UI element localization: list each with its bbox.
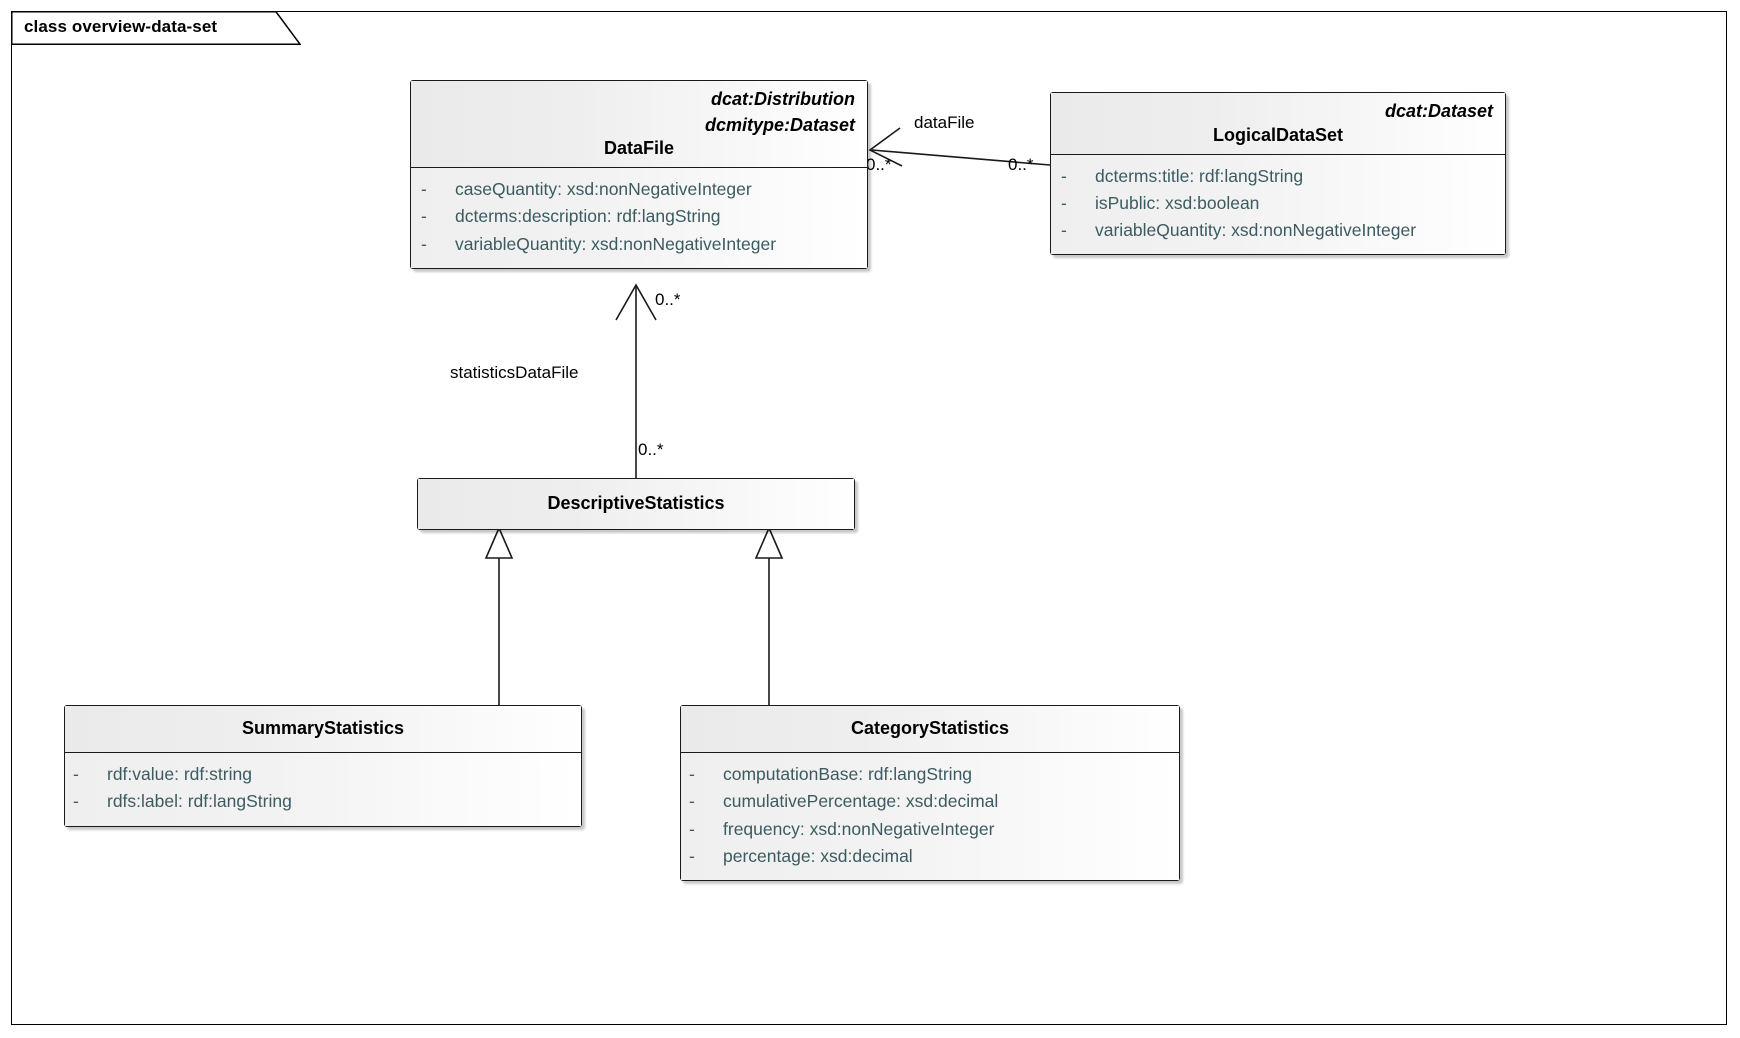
class-name-categorystatistics: CategoryStatistics: [850, 718, 1010, 738]
multiplicity-datafile-source: 0..*: [1008, 155, 1034, 174]
attribute-row: - dcterms:description: rdf:langString: [421, 203, 857, 230]
class-attributes-datafile: - caseQuantity: xsd:nonNegativeInteger -…: [411, 168, 867, 268]
attribute-visibility: -: [1061, 220, 1067, 241]
attribute-row: - variableQuantity: xsd:nonNegativeInteg…: [1061, 217, 1495, 244]
frame-tab-label: class overview-data-set: [24, 17, 218, 36]
multiplicity-statisticsdatafile-source: 0..*: [638, 440, 664, 459]
class-box-datafile[interactable]: dcat:Distribution dcmitype:Dataset DataF…: [410, 80, 868, 269]
diagram-frame: [11, 11, 1727, 1025]
association-label-statisticsdatafile: statisticsDataFile: [450, 363, 579, 382]
attribute-row: - rdfs:label: rdf:langString: [73, 788, 571, 815]
class-stereotype: dcmitype:Dataset: [704, 114, 855, 135]
class-header-categorystatistics: CategoryStatistics: [681, 706, 1179, 753]
class-header-logicaldataset: dcat:Dataset LogicalDataSet: [1051, 93, 1505, 155]
class-header-descriptivestatistics: DescriptiveStatistics: [418, 479, 854, 529]
attribute-row: - dcterms:title: rdf:langString: [1061, 163, 1495, 190]
attribute-row: - rdf:value: rdf:string: [73, 761, 571, 788]
attribute-visibility: -: [689, 818, 695, 839]
attribute-text: computationBase: rdf:langString: [723, 764, 973, 784]
attribute-text: variableQuantity: xsd:nonNegativeInteger: [1095, 220, 1417, 241]
attribute-visibility: -: [689, 791, 695, 812]
class-header-summarystatistics: SummaryStatistics: [65, 706, 581, 753]
multiplicity-statisticsdatafile-target: 0..*: [655, 290, 681, 309]
class-header-datafile: dcat:Distribution dcmitype:Dataset DataF…: [411, 81, 867, 169]
attribute-text: caseQuantity: xsd:nonNegativeInteger: [455, 179, 752, 200]
attribute-visibility: -: [421, 233, 427, 254]
class-stereotype: dcat:Dataset: [1384, 101, 1493, 121]
attribute-visibility: -: [1061, 165, 1067, 186]
attribute-row: - caseQuantity: xsd:nonNegativeInteger: [421, 176, 857, 203]
frame-tab: class overview-data-set: [11, 11, 301, 45]
attribute-visibility: -: [689, 764, 695, 784]
class-name-descriptivestatistics: DescriptiveStatistics: [547, 493, 725, 513]
attribute-text: isPublic: xsd:boolean: [1095, 192, 1260, 213]
attribute-row: - cumulativePercentage: xsd:decimal: [689, 788, 1169, 815]
attribute-text: rdfs:label: rdf:langString: [107, 791, 292, 812]
class-box-descriptivestatistics[interactable]: DescriptiveStatistics: [417, 478, 855, 530]
attribute-text: variableQuantity: xsd:nonNegativeInteger: [455, 233, 777, 254]
attribute-row: - computationBase: rdf:langString: [689, 761, 1169, 788]
attribute-row: - frequency: xsd:nonNegativeInteger: [689, 816, 1169, 843]
attribute-visibility: -: [421, 206, 427, 227]
attribute-text: percentage: xsd:decimal: [723, 845, 913, 866]
class-box-summarystatistics[interactable]: SummaryStatistics - rdf:value: rdf:strin…: [64, 705, 582, 827]
class-name-logicaldataset: LogicalDataSet: [1212, 124, 1344, 145]
attribute-visibility: -: [421, 179, 427, 200]
class-box-categorystatistics[interactable]: CategoryStatistics - computationBase: rd…: [680, 705, 1180, 882]
class-box-logicaldataset[interactable]: dcat:Dataset LogicalDataSet - dcterms:ti…: [1050, 92, 1506, 256]
attribute-text: dcterms:description: rdf:langString: [455, 206, 721, 227]
class-stereotype: dcat:Distribution: [711, 89, 855, 109]
attribute-text: rdf:value: rdf:string: [107, 764, 252, 784]
class-attributes-summarystatistics: - rdf:value: rdf:string - rdfs:label: rd…: [65, 753, 581, 826]
attribute-visibility: -: [689, 845, 695, 866]
attribute-text: cumulativePercentage: xsd:decimal: [723, 791, 999, 812]
class-attributes-logicaldataset: - dcterms:title: rdf:langString - isPubl…: [1051, 154, 1505, 255]
multiplicity-datafile-target: 0..*: [866, 155, 892, 174]
attribute-row: - isPublic: xsd:boolean: [1061, 190, 1495, 217]
attribute-visibility: -: [73, 764, 79, 784]
attribute-text: frequency: xsd:nonNegativeInteger: [723, 818, 995, 839]
attribute-text: dcterms:title: rdf:langString: [1095, 165, 1304, 186]
class-name-summarystatistics: SummaryStatistics: [241, 718, 405, 738]
class-name-datafile: DataFile: [603, 138, 675, 159]
attribute-visibility: -: [1061, 192, 1067, 213]
attribute-row: - percentage: xsd:decimal: [689, 843, 1169, 870]
association-label-datafile: dataFile: [914, 113, 975, 132]
attribute-row: - variableQuantity: xsd:nonNegativeInteg…: [421, 231, 857, 258]
class-attributes-categorystatistics: - computationBase: rdf:langString - cumu…: [681, 753, 1179, 881]
attribute-visibility: -: [73, 791, 79, 812]
